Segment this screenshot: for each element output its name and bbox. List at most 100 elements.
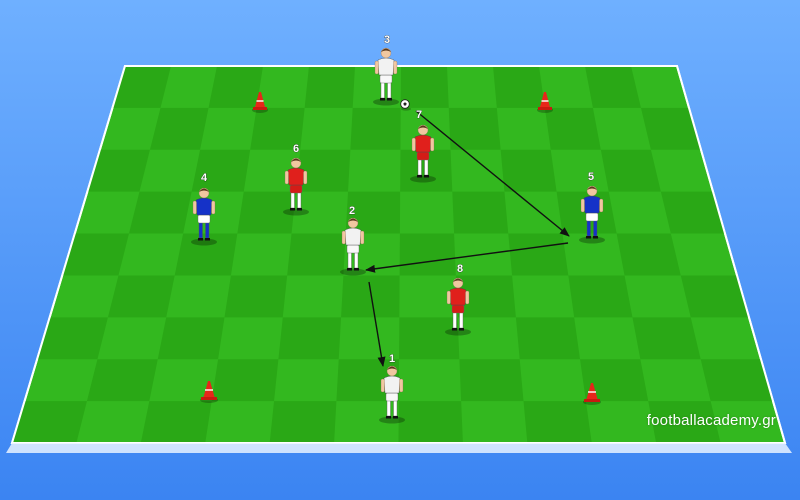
pitch-stripe <box>341 275 400 318</box>
jersey <box>583 195 601 214</box>
pitch <box>6 65 792 453</box>
player-shadow <box>340 268 366 276</box>
pitch-stripe <box>287 233 346 276</box>
pass-arrow-2-to-1 <box>368 281 386 367</box>
pitch-stripe <box>112 66 171 108</box>
pitch-stripe <box>455 275 516 318</box>
pitch-stripe <box>600 149 661 192</box>
pitch-stripe <box>86 359 158 402</box>
pitch-stripe <box>87 149 150 192</box>
jersey <box>287 167 305 186</box>
pitch-stripe <box>568 275 633 318</box>
player-number-2: 2 <box>349 205 355 217</box>
player-number-4: 4 <box>201 172 208 184</box>
jersey <box>414 134 432 153</box>
player-6 <box>283 157 309 216</box>
player-number-1: 1 <box>389 353 395 365</box>
pitch-stripe <box>616 233 681 276</box>
cone <box>537 92 553 113</box>
pitch-stripe <box>149 107 209 150</box>
pitch-stripe <box>62 233 129 276</box>
pitch-stripe <box>459 359 524 402</box>
pitch-stripe <box>452 191 509 234</box>
pitch-stripe <box>500 149 557 192</box>
cone <box>252 92 268 113</box>
pitch-stripe <box>448 107 501 150</box>
pitch-stripe <box>345 191 401 234</box>
pitch-stripe <box>140 401 212 443</box>
pitch-stripe <box>640 107 701 150</box>
cone <box>583 383 601 405</box>
pitch-stripe <box>37 317 108 360</box>
pitch-stripe <box>515 317 581 360</box>
pitch-stripe <box>350 107 401 150</box>
cone <box>200 381 218 403</box>
player-shadow <box>283 208 309 216</box>
pitch-stripe <box>523 401 592 443</box>
pitch-stripe <box>295 149 351 192</box>
pitch-edge <box>6 443 792 453</box>
player-1 <box>379 365 405 424</box>
player-3 <box>373 47 399 106</box>
player-7 <box>410 124 436 183</box>
pass-arrow-5-to-2 <box>365 242 569 273</box>
pitch-stripe <box>648 401 721 443</box>
pitch-stripe <box>269 401 337 443</box>
pitch-stripe <box>700 359 773 402</box>
pitch-stripe <box>128 191 192 234</box>
player-4 <box>191 187 217 246</box>
player-number-7: 7 <box>416 109 422 121</box>
pitch-stripe <box>508 233 569 276</box>
player-2 <box>340 217 366 276</box>
player-shadow <box>191 238 217 246</box>
pitch-stripe <box>237 191 296 234</box>
pitch-stripe <box>400 66 449 108</box>
pitch-stripe <box>12 401 87 443</box>
pitch-stripes <box>12 66 773 443</box>
players: 1 2 3 4 5 6 7 8 <box>191 34 605 424</box>
pitch-stripe <box>680 275 749 318</box>
pitch-stripe <box>107 275 175 318</box>
pitch-stripe <box>632 317 701 360</box>
jersey <box>383 375 401 394</box>
pitch-stripe <box>157 317 225 360</box>
pitch-stripe <box>399 233 456 276</box>
player-number-3: 3 <box>384 34 390 46</box>
pitch-stripe <box>174 233 238 276</box>
jersey <box>195 197 213 216</box>
pitch-stripe <box>304 66 355 108</box>
passes <box>365 110 570 367</box>
player-number-8: 8 <box>457 263 463 275</box>
pitch-stripe <box>544 107 601 150</box>
pitch-stripe <box>398 401 463 443</box>
watermark: footballacademy.gr <box>646 412 776 429</box>
player-shadow <box>379 416 405 424</box>
pitch-stripe <box>493 66 545 108</box>
pass-arrow-3-to-5 <box>415 110 570 237</box>
player-shadow <box>410 175 436 183</box>
player-number-6: 6 <box>293 143 299 155</box>
pitch-stripe <box>224 275 288 318</box>
player-number-5: 5 <box>588 171 594 183</box>
player-shadow <box>579 236 605 244</box>
jersey <box>449 287 467 306</box>
pitch-stripe <box>660 191 725 234</box>
pitch-stripe <box>585 66 641 108</box>
pitch-stripe <box>580 359 649 402</box>
pitch-stripe <box>250 107 305 150</box>
jersey <box>344 227 362 246</box>
pitch-stripe <box>399 317 460 360</box>
player-5 <box>579 185 605 244</box>
player-8 <box>445 277 471 336</box>
cones <box>200 92 601 405</box>
pitch-stripe <box>278 317 342 360</box>
player-shadow <box>373 98 399 106</box>
player-shadow <box>445 328 471 336</box>
ball <box>400 99 411 111</box>
pitch-stripe <box>208 66 263 108</box>
jersey <box>377 57 395 76</box>
pitch-stripe <box>211 359 279 402</box>
pitch-stripe <box>191 149 251 192</box>
